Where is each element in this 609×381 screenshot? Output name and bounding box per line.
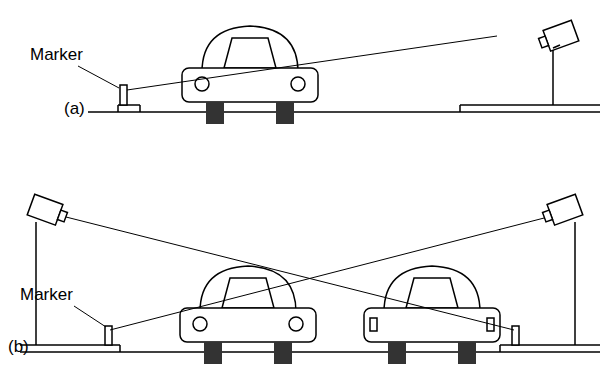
car bbox=[180, 266, 316, 364]
part-label: Marker bbox=[20, 286, 73, 303]
marker bbox=[120, 85, 127, 105]
marker bbox=[512, 326, 519, 345]
camera bbox=[541, 194, 583, 227]
car bbox=[364, 266, 500, 364]
panel-label: (b) bbox=[8, 338, 29, 355]
panel-a bbox=[78, 20, 600, 124]
part-label: Marker bbox=[30, 46, 83, 63]
camera bbox=[27, 194, 69, 227]
panel-label: (a) bbox=[64, 100, 85, 117]
camera bbox=[537, 20, 579, 53]
marker bbox=[105, 326, 112, 345]
car bbox=[182, 26, 318, 124]
panel-b bbox=[20, 194, 600, 364]
